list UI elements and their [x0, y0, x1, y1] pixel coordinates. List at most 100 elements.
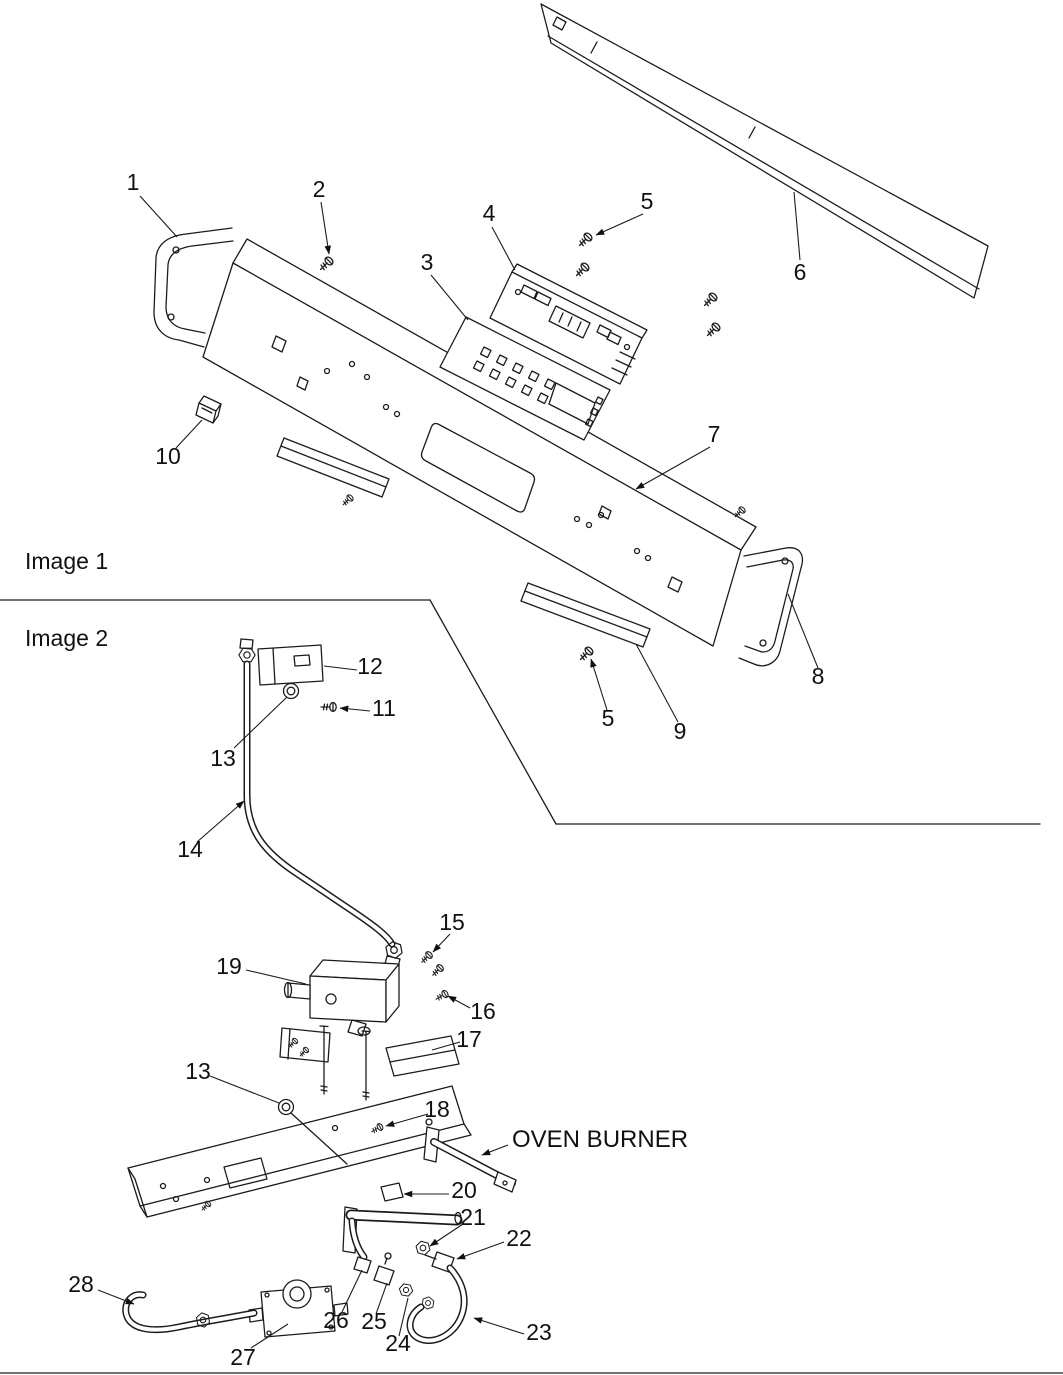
- part-26-fitting: [353, 1256, 372, 1274]
- leader-part-4: [491, 226, 516, 271]
- callout-part-14: 14: [177, 836, 203, 862]
- part-13-grommet-bottom: [277, 1098, 348, 1165]
- leader-lines: [97, 191, 819, 1349]
- leader-part-7: [635, 446, 711, 490]
- part-6-top-trim-strip: [540, 3, 989, 299]
- leader-part-9: [635, 643, 679, 723]
- leader-part-16: [447, 995, 471, 1009]
- leader-part-28: [97, 1289, 135, 1305]
- leader-oven-burner: [481, 1144, 509, 1156]
- part-8-end-cap-right: [738, 547, 804, 667]
- callout-part-7: 7: [708, 421, 721, 447]
- leader-part-21: [429, 1223, 464, 1247]
- leader-part-17: [431, 1041, 461, 1051]
- callout-part-24: 24: [385, 1330, 411, 1356]
- leader-part-15: [432, 933, 451, 953]
- callout-labels: Image 1 Image 2 OVEN BURNER 1 2 3 4 5 6 …: [25, 169, 824, 1370]
- part-14-tube: [243, 660, 406, 961]
- callout-part-27: 27: [230, 1344, 256, 1370]
- manifold-pipe: [342, 1206, 463, 1261]
- part-19-gas-valve: [279, 955, 401, 1101]
- part-16-screw: [433, 988, 450, 1003]
- leader-part-6: [793, 191, 801, 261]
- leader-part-14: [196, 800, 245, 843]
- part-9-trim-strip: [520, 582, 651, 648]
- display-cutout: [420, 422, 536, 513]
- callout-part-23: 23: [526, 1319, 552, 1345]
- part-27-regulator: [248, 1279, 349, 1338]
- callout-part-9: 9: [674, 718, 687, 744]
- oven-burner-label: OVEN BURNER: [512, 1126, 688, 1153]
- part-17-bracket: [385, 1035, 460, 1077]
- leader-part-25: [375, 1282, 388, 1315]
- callout-part-10: 10: [155, 443, 181, 469]
- valve-bracket: [279, 1027, 331, 1063]
- leader-part-3: [430, 274, 469, 321]
- leader-part-23: [473, 1317, 525, 1335]
- leader-part-12: [323, 665, 358, 671]
- part-11-screw: [320, 701, 337, 713]
- leader-part-13-top: [233, 696, 288, 749]
- callout-part-18: 18: [424, 1096, 450, 1122]
- leader-part-2: [320, 201, 332, 255]
- leader-part-13-bottom: [209, 1075, 280, 1104]
- callout-part-6: 6: [794, 259, 807, 285]
- callout-part-13-top: 13: [210, 745, 236, 771]
- divider-diagonal: [429, 599, 557, 825]
- callout-part-22: 22: [506, 1225, 532, 1251]
- callout-part-16: 16: [470, 998, 496, 1024]
- part-13-grommet-top: [282, 682, 300, 700]
- valve-bolt-right: [361, 1030, 371, 1101]
- part-24-nut: [397, 1282, 415, 1298]
- leader-part-18: [385, 1113, 429, 1127]
- callout-part-28: 28: [68, 1271, 94, 1297]
- part-23-hose: [406, 1264, 468, 1344]
- callout-part-17: 17: [456, 1026, 482, 1052]
- valve-bolt-left: [319, 1025, 329, 1095]
- part-25-shutoff: [373, 1252, 395, 1286]
- tube-top-fitting: [238, 638, 256, 663]
- part-10-switch: [195, 395, 222, 424]
- image1-assembly: [153, 3, 989, 667]
- leader-part-24: [398, 1297, 409, 1337]
- part-7-backguard-panel: [202, 238, 757, 647]
- leader-part-27: [250, 1323, 289, 1349]
- callout-part-12: 12: [357, 653, 383, 679]
- callout-part-19: 19: [216, 953, 242, 979]
- leader-part-5-bottom: [590, 658, 608, 711]
- callout-part-8: 8: [812, 663, 825, 689]
- callout-part-4: 4: [483, 200, 496, 226]
- part-1-end-cap-left: [153, 227, 234, 348]
- callout-part-2: 2: [313, 176, 326, 202]
- board-display: [548, 305, 591, 339]
- callout-part-11: 11: [372, 695, 396, 721]
- overlay-window: [548, 382, 596, 425]
- oven-burner: [423, 1118, 517, 1193]
- callout-part-1: 1: [127, 169, 140, 195]
- leader-part-1: [139, 195, 178, 238]
- section-divider: [0, 599, 1063, 1374]
- part-12-bracket: [257, 644, 324, 686]
- manifold-panel: [127, 1085, 472, 1218]
- image1-label: Image 1: [25, 548, 108, 574]
- part-28-hose: [122, 1291, 258, 1334]
- leader-part-22: [456, 1241, 505, 1260]
- part-20-bracket: [380, 1182, 404, 1202]
- trim-strip-left: [276, 437, 390, 498]
- leader-part-26: [341, 1269, 363, 1313]
- callout-part-20: 20: [451, 1177, 477, 1203]
- part-21-nut: [413, 1239, 433, 1257]
- callout-part-5-top: 5: [641, 188, 654, 214]
- callout-part-21: 21: [460, 1204, 486, 1230]
- part-3-overlay: [439, 316, 611, 441]
- leader-part-8: [787, 593, 819, 669]
- callout-part-25: 25: [361, 1308, 387, 1334]
- image2-assembly: [122, 638, 517, 1344]
- callout-part-13-bottom: 13: [185, 1058, 211, 1084]
- callout-part-5-bottom: 5: [602, 705, 615, 731]
- callout-part-3: 3: [421, 249, 434, 275]
- part-15-screw: [418, 949, 446, 979]
- part-4-control-board: [489, 263, 648, 385]
